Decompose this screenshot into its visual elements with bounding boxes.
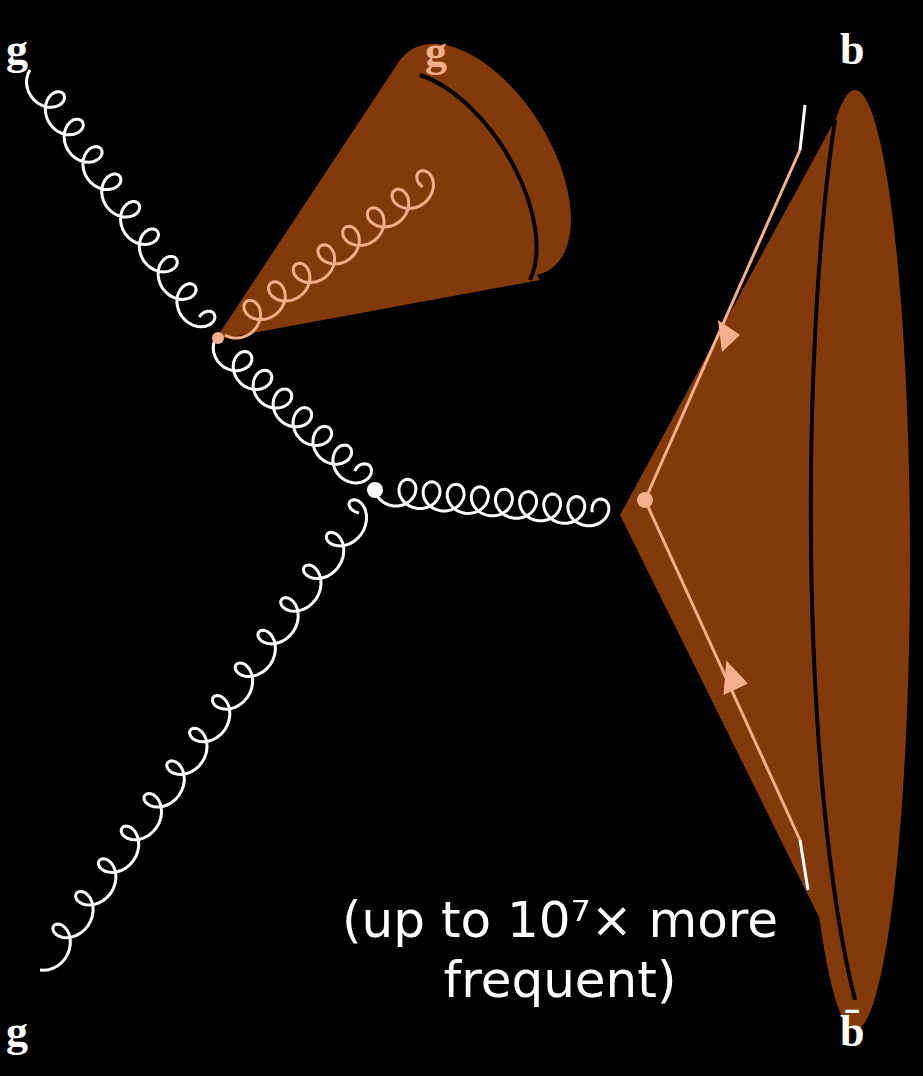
particle-label: g (6, 28, 28, 72)
vertex-dot (212, 332, 224, 344)
caption: (up to 10⁷× more frequent) (290, 890, 830, 1010)
gluon-line (27, 70, 215, 327)
quark-line (645, 150, 800, 500)
arrow-head (711, 656, 748, 695)
particle-label: b (840, 28, 864, 72)
quark-line (800, 840, 808, 890)
particle-label: b̄ (840, 1010, 864, 1054)
gluon-line (213, 340, 371, 483)
quark-line (800, 105, 805, 150)
particle-label: g (425, 30, 447, 74)
quark-line (645, 500, 800, 840)
vertex-dot (637, 492, 653, 508)
jet-cone-mouth (352, 13, 609, 308)
particle-label: g (6, 1010, 28, 1054)
vertex-dot (367, 482, 383, 498)
cone-rim (420, 75, 537, 280)
arrow-head (718, 320, 740, 352)
cone-rim (811, 120, 855, 1000)
gluon-line (375, 479, 609, 525)
gluon-line (40, 500, 367, 971)
jet-cone-mouth (800, 90, 910, 1030)
gluon-line (225, 171, 433, 338)
